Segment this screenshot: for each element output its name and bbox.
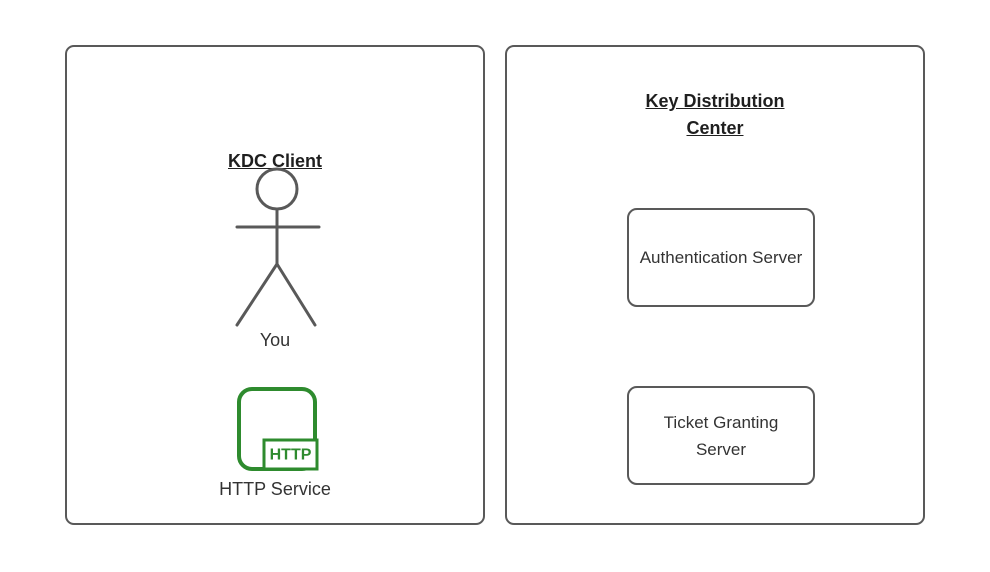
http-badge-text: HTTP [270,447,312,464]
actor-label: You [259,330,291,350]
http-service-label: HTTP Service [219,479,331,499]
http-service-icon: HTTP [237,387,319,471]
key-distribution-center-panel: Key Distribution Center Authentication S… [505,45,925,525]
authentication-server-box: Authentication Server [627,208,815,307]
kdc-title: Key Distribution Center [645,91,785,138]
kdc-client-panel: KDC Client You HTTP HTTP Service [65,45,485,525]
kdc-client-title: KDC Client [228,151,322,171]
ticket-granting-server-label: Ticket Granting Server [663,412,779,459]
authentication-server-label: Authentication Server [639,248,803,267]
person-actor-icon [235,167,321,327]
ticket-granting-server-box: Ticket Granting Server [627,386,815,485]
